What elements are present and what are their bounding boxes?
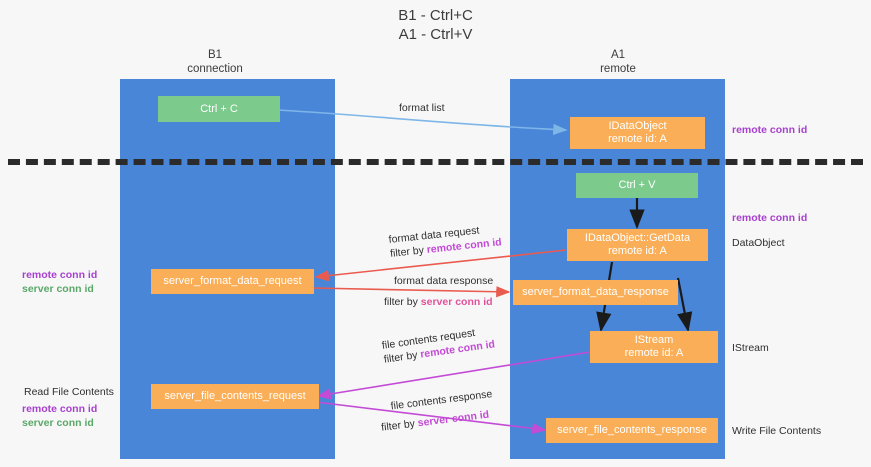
left-note-format-conn-ids: remote conn id server conn id <box>22 268 97 296</box>
node-idataobject-getdata[interactable]: IDataObject::GetData remote id: A <box>567 229 708 261</box>
node-ctrl-v[interactable]: Ctrl + V <box>576 173 698 198</box>
left-note-read-file-contents: Read File Contents <box>24 385 114 399</box>
node-idataobject-line-1: IDataObject <box>608 120 667 132</box>
right-note-mid-remote-conn-id: remote conn id <box>732 211 807 225</box>
edge-label-format-list-text: format list <box>399 102 445 114</box>
edge-label-format-data-request: format data request filter by remote con… <box>388 221 502 261</box>
left-note-file-server-conn-id: server conn id <box>22 417 94 429</box>
left-note-file-conn-ids: remote conn id server conn id <box>22 402 97 430</box>
edge-label-format-data-response-text: format data response <box>394 275 494 287</box>
filter-prefix: filter by <box>389 244 428 260</box>
left-note-read-file-contents-heading: Read File Contents <box>24 386 114 398</box>
filter-prefix: filter by <box>383 348 422 366</box>
node-idataobject-line-2: remote id: A <box>608 133 667 145</box>
left-note-remote-conn-id: remote conn id <box>22 269 98 281</box>
edge-label-format-list: format list <box>399 101 445 115</box>
title-line-1: B1 - Ctrl+C <box>398 7 473 24</box>
node-server-file-contents-response-label: server_file_contents_response <box>557 424 707 436</box>
node-server-file-contents-response[interactable]: server_file_contents_response <box>546 418 718 443</box>
node-server-format-data-request[interactable]: server_format_data_request <box>151 269 314 294</box>
right-note-dataobject-text: DataObject <box>732 237 785 249</box>
node-ctrl-c-label: Ctrl + C <box>200 102 238 115</box>
filter-key-server-conn-id: server conn id <box>420 296 493 308</box>
right-note-istream: IStream <box>732 341 769 355</box>
column-header-b1-name: B1 <box>207 49 223 61</box>
right-note-istream-text: IStream <box>732 342 769 354</box>
page-title: B1 - Ctrl+C A1 - Ctrl+V <box>0 6 871 44</box>
right-note-write-file-contents: Write File Contents <box>732 424 821 438</box>
node-istream-line-2: remote id: A <box>624 347 684 359</box>
right-note-mid-remote-conn-id-text: remote conn id <box>732 212 808 224</box>
edge-label-file-contents-request: file contents request filter by remote c… <box>381 323 496 366</box>
column-header-a1-role: remote <box>600 63 636 75</box>
node-ctrl-c[interactable]: Ctrl + C <box>158 96 280 122</box>
title-line-2: A1 - Ctrl+V <box>398 26 473 43</box>
right-note-top-remote-conn-id: remote conn id <box>732 123 807 137</box>
left-note-server-conn-id: server conn id <box>22 283 94 295</box>
node-server-format-data-response[interactable]: server_format_data_response <box>513 280 678 305</box>
column-header-b1-role: connection <box>187 63 243 75</box>
filter-prefix: filter by <box>384 296 421 308</box>
right-note-dataobject: DataObject <box>732 236 785 250</box>
node-server-format-data-request-label: server_format_data_request <box>163 275 302 287</box>
edge-label-file-contents-response: file contents response filter by server … <box>378 387 495 435</box>
column-header-b1: B1 connection <box>115 48 315 76</box>
section-divider <box>8 159 863 165</box>
node-server-file-contents-request[interactable]: server_file_contents_request <box>151 384 319 409</box>
column-header-a1-name: A1 <box>610 49 626 61</box>
edge-label-format-data-response-filter: filter by server conn id <box>384 295 493 309</box>
node-server-format-data-response-label: server_format_data_response <box>522 286 669 298</box>
filter-key-server-conn-id: server conn id <box>417 408 490 430</box>
node-idataobject-getdata-line-2: remote id: A <box>608 245 667 257</box>
right-note-write-file-contents-text: Write File Contents <box>732 425 822 437</box>
filter-prefix: filter by <box>380 417 419 434</box>
node-istream[interactable]: IStream remote id: A <box>590 331 718 363</box>
left-note-file-remote-conn-id: remote conn id <box>22 403 98 415</box>
node-idataobject-getdata-line-1: IDataObject::GetData <box>584 232 691 244</box>
node-ctrl-v-label: Ctrl + V <box>618 179 656 191</box>
right-note-top-remote-conn-id-text: remote conn id <box>732 124 808 136</box>
edge-label-format-data-response: format data response filter by server co… <box>384 274 493 309</box>
node-idataobject[interactable]: IDataObject remote id: A <box>570 117 705 149</box>
node-server-file-contents-request-label: server_file_contents_request <box>164 390 306 402</box>
column-header-a1: A1 remote <box>518 48 718 76</box>
node-istream-line-1: IStream <box>634 334 674 346</box>
